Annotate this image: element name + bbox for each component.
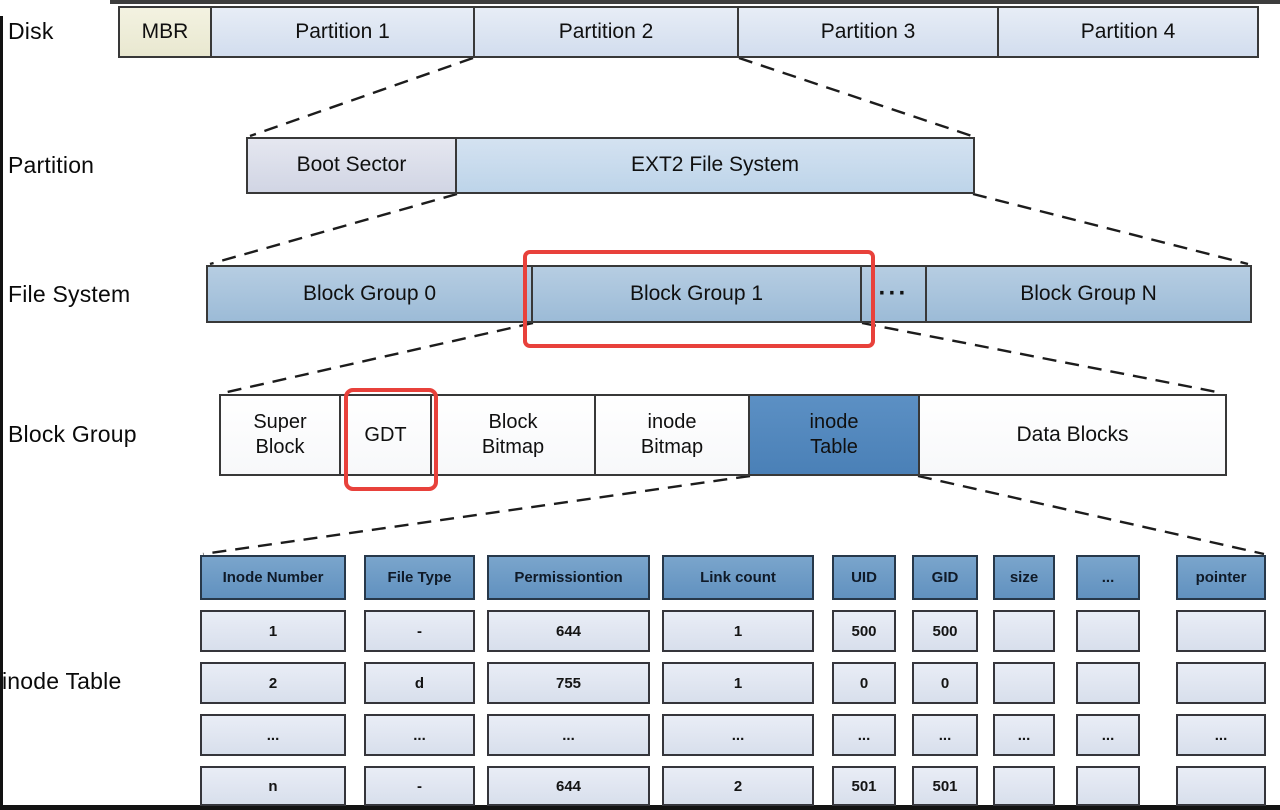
inode-table-cell: 0 [912,662,978,704]
inode-table-header-pointer: pointer [1176,555,1266,600]
disk-row-label: Disk [8,18,54,44]
inode-table-cell: 1 [662,662,814,704]
left-border-line [0,16,3,810]
connector-inodetable-to-table-right [917,474,1265,556]
disk-segment-partition-2: Partition 2 [473,6,739,58]
inode-table-cell: ... [662,714,814,756]
inode-table-cell: - [364,766,475,806]
inode-table-cell: 500 [832,610,896,652]
connector-inodetable-to-table-left [202,474,751,556]
inode-table-cell [1176,766,1266,806]
connector-ext2-to-blockgroupN [972,192,1249,266]
inode-table-cell: 1 [662,610,814,652]
inode-table-cell: n [200,766,346,806]
super-block-line2: Block [255,436,305,458]
partition-row-label: Partition [8,152,95,178]
inode-table-cell: 644 [487,766,650,806]
inode-table-row-label: inode Table [2,668,122,694]
inode-bitmap-line1: inode [647,411,697,433]
inode-table-cell: 500 [912,610,978,652]
highlight-box-gdt [344,388,438,491]
inode-table-cell: 501 [832,766,896,806]
inode-table-box-line2: Table [810,436,858,458]
file-system-row-label: File System [8,281,131,307]
inode-table-cell [1076,610,1140,652]
fs-segment-block-group-1: Block Group 1 [531,265,862,323]
inode-table-cell: ... [364,714,475,756]
block-bitmap-line2: Bitmap [481,436,545,458]
inode-table-cell: ... [912,714,978,756]
inode-table-cell: 755 [487,662,650,704]
inode-table-cell: 1 [200,610,346,652]
inode-table-cell: ... [993,714,1055,756]
inode-table-cell: 2 [200,662,346,704]
inode-table-cell [993,662,1055,704]
inode-table-cell [1176,662,1266,704]
bg-segment-gdt: GDT [339,394,432,476]
fs-segment-block-group-0: Block Group 0 [206,265,533,323]
inode-bitmap-line2: Bitmap [640,436,704,458]
inode-table-header-gid: GID [912,555,978,600]
disk-segment-mbr: MBR [118,6,212,58]
inode-table-cell: ... [1076,714,1140,756]
connector-partition2-to-bootsector [249,56,474,138]
bg-segment-data-blocks: Data Blocks [918,394,1227,476]
partition-segment-boot-sector: Boot Sector [246,137,457,194]
inode-table-box-line1: inode [809,411,859,433]
inode-table-cell [993,766,1055,806]
inode-table-header-uid: UID [832,555,896,600]
inode-table-header-file-type: File Type [364,555,475,600]
disk-segment-partition-4: Partition 4 [997,6,1259,58]
connector-blockgroup1-to-datablocks [861,321,1223,395]
inode-table-cell [1176,610,1266,652]
inode-table-cell [993,610,1055,652]
bottom-border-line [0,805,1280,810]
inode-table-header-size: size [993,555,1055,600]
inode-table-cell: ... [487,714,650,756]
inode-table-cell [1076,766,1140,806]
disk-segment-partition-3: Partition 3 [737,6,999,58]
data-blocks-line1: Data Blocks [1016,422,1129,446]
top-crop-artifact [110,0,1280,4]
inode-table-cell: d [364,662,475,704]
super-block-line1: Super [253,411,307,433]
inode-table-header-permission: Permissiontion [487,555,650,600]
inode-table-cell: - [364,610,475,652]
inode-table-cell: 644 [487,610,650,652]
inode-table-cell [1076,662,1140,704]
partition-segment-ext2: EXT2 File System [455,137,975,194]
bg-segment-super-block: Super Block [219,394,341,476]
gdt-line1: GDT [364,423,407,446]
bg-segment-inode-bitmap: inode Bitmap [594,394,750,476]
bg-segment-block-bitmap: Block Bitmap [430,394,596,476]
connector-blockgroup1-to-superblock [222,321,534,395]
block-bitmap-line1: Block [488,411,538,433]
highlight-box-block-group-1 [523,250,875,348]
disk-segment-partition-1: Partition 1 [210,6,475,58]
fs-segment-block-group-n: Block Group N [925,265,1252,323]
bg-segment-inode-table: inode Table [748,394,920,476]
inode-table-header-ellipsis: ... [1076,555,1140,600]
inode-table-cell: ... [832,714,896,756]
inode-table-cell: 501 [912,766,978,806]
block-group-row-label: Block Group [8,421,137,447]
inode-table-cell: 2 [662,766,814,806]
connector-ext2-to-blockgroup0 [209,192,458,266]
inode-table-header-inode-number: Inode Number [200,555,346,600]
inode-table-header-link-count: Link count [662,555,814,600]
inode-table-cell: ... [200,714,346,756]
connector-partition2-to-ext2 [738,56,973,138]
inode-table-cell: ... [1176,714,1266,756]
inode-table-cell: 0 [832,662,896,704]
